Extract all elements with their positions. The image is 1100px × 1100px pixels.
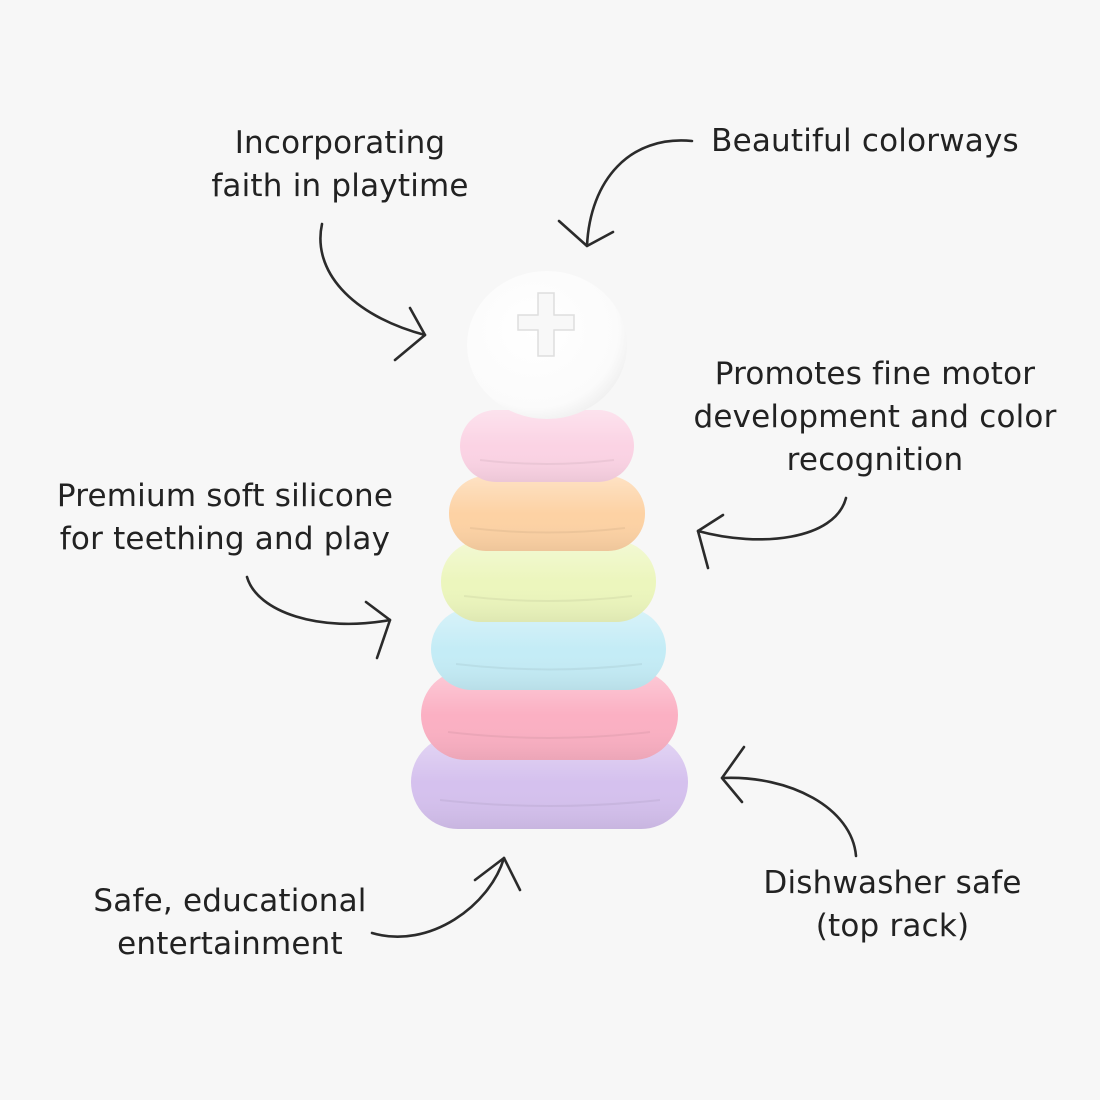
callout-dishwasher-line-2: (top rack) <box>815 908 970 944</box>
stacking-toy <box>411 271 688 829</box>
callout-colorways-line-1: Beautiful colorways <box>711 123 1019 159</box>
cross-icon <box>517 292 575 357</box>
callout-motor: Promotes fine motor development and colo… <box>680 353 1070 482</box>
callout-motor-line-3: recognition <box>786 442 964 478</box>
ring-light-pink <box>460 410 634 482</box>
callout-silicone-line-2: for teething and play <box>59 521 391 557</box>
arrow-motor-icon <box>696 496 848 570</box>
callout-dishwasher: Dishwasher safe (top rack) <box>740 862 1045 948</box>
arrow-colorways-icon <box>557 139 694 248</box>
ring-yellow-green <box>441 541 656 622</box>
callout-motor-line-2: development and color <box>693 399 1057 435</box>
callout-faith: Incorporating faith in playtime <box>190 122 490 208</box>
callout-safe-line-1: Safe, educational <box>93 883 367 919</box>
topper-ball <box>467 271 627 419</box>
ring-pink <box>421 670 678 760</box>
ring-blue <box>431 608 666 690</box>
callout-faith-line-2: faith in playtime <box>211 168 469 204</box>
arrow-safe-icon <box>370 856 522 938</box>
ring-peach <box>449 476 645 551</box>
callout-safe: Safe, educational entertainment <box>80 880 380 966</box>
callout-faith-line-1: Incorporating <box>234 125 446 161</box>
callout-dishwasher-line-1: Dishwasher safe <box>763 865 1022 901</box>
arrow-faith-icon <box>319 222 427 362</box>
callout-silicone: Premium soft silicone for teething and p… <box>40 475 410 561</box>
arrow-dishwasher-icon <box>720 745 858 858</box>
callout-colorways: Beautiful colorways <box>700 120 1030 163</box>
arrow-silicone-icon <box>245 575 392 660</box>
callout-silicone-line-1: Premium soft silicone <box>56 478 394 514</box>
callout-motor-line-1: Promotes fine motor <box>714 356 1036 392</box>
callout-safe-line-2: entertainment <box>117 926 343 962</box>
